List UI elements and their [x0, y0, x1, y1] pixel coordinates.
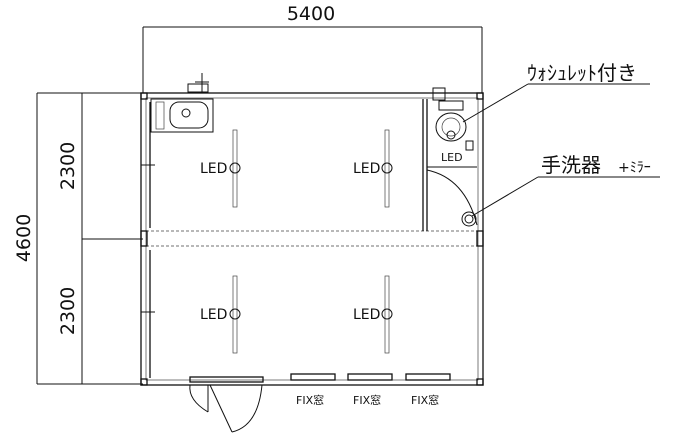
upper-module-dimension-label: 2300: [57, 142, 79, 190]
basin-callout: 手洗器 +ﾐﾗｰ: [471, 153, 660, 217]
led-light: LED: [353, 275, 393, 354]
toilet-led-label: LED: [441, 151, 463, 164]
sink-unit: [150, 73, 214, 133]
fix-window-label: FIX窓: [411, 393, 439, 407]
toilet-room: LED: [422, 87, 478, 231]
depth-dimension: 4600 2300 2300: [13, 92, 143, 385]
outer-walls: [140, 92, 484, 386]
basin-callout-label: 手洗器: [541, 153, 601, 177]
led-light: LED: [353, 129, 393, 208]
fix-window: FIX窓: [405, 373, 451, 407]
led-light-label: LED: [353, 161, 380, 177]
led-lights: LED LED LED LED: [200, 129, 393, 354]
fix-windows: FIX窓 FIX窓 FIX窓: [290, 373, 451, 407]
fix-window: FIX窓: [347, 373, 393, 407]
entrance-door: [189, 376, 264, 433]
led-light: LED: [200, 129, 241, 208]
hand-basin: [461, 211, 477, 227]
fix-window-label: FIX窓: [353, 393, 381, 407]
lower-module-dimension-label: 2300: [57, 287, 79, 335]
fix-window-label: FIX窓: [296, 393, 324, 407]
width-dimension: 5400: [142, 3, 483, 93]
toilet-callout-label: ｳｫｼｭﾚｯﾄ付き: [527, 61, 637, 85]
toilet: [432, 87, 474, 151]
led-light-label: LED: [353, 307, 380, 323]
led-light-label: LED: [200, 161, 227, 177]
depth-dimension-label: 4600: [13, 214, 35, 262]
led-light-label: LED: [200, 307, 227, 323]
width-dimension-label: 5400: [287, 3, 335, 25]
toilet-callout: ｳｫｼｭﾚｯﾄ付き: [462, 61, 650, 123]
fix-window: FIX窓: [290, 373, 336, 407]
basin-callout-extra: +ﾐﾗｰ: [618, 160, 651, 176]
led-light: LED: [200, 275, 241, 354]
